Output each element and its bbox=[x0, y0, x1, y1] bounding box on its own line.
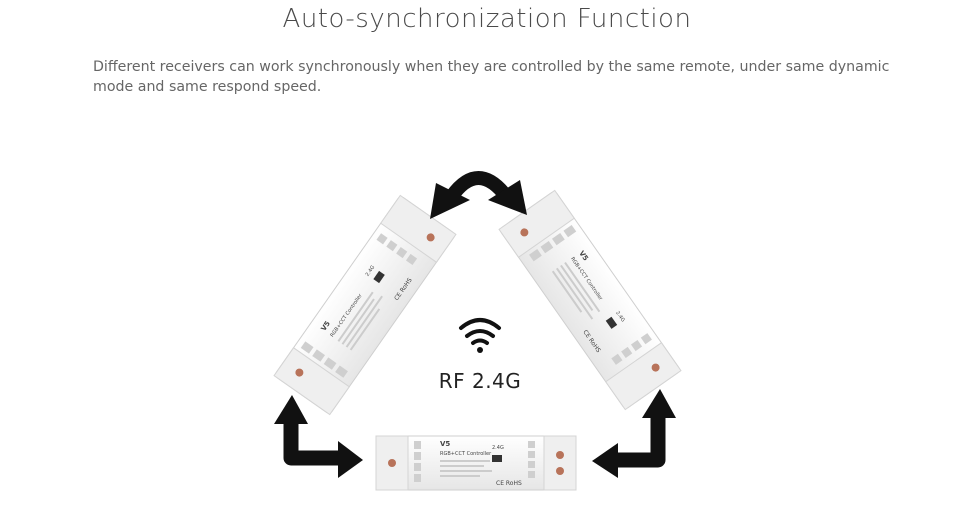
device-freq: 2.4G bbox=[614, 310, 626, 323]
controller-device-left: V5 RGB+CCT Controller 2.4G CE RoHS bbox=[273, 194, 457, 416]
device-freq: 2.4G bbox=[365, 264, 377, 277]
corner-arrow-icon bbox=[274, 395, 363, 478]
device-name: RGB+CCT Controller bbox=[440, 451, 492, 457]
controller-device-bottom: V5 RGB+CCT Controller 2.4G CE RoHS bbox=[375, 435, 577, 491]
controller-device-right: V5 RGB+CCT Controller 2.4G CE RoHS bbox=[498, 189, 682, 411]
corner-arrow-icon bbox=[592, 389, 676, 478]
curved-double-arrow-icon bbox=[430, 171, 527, 219]
description-text: Different receivers can work synchronous… bbox=[93, 59, 890, 95]
page-title: Auto-synchronization Function bbox=[282, 4, 692, 34]
rf-label: RF 2.4G bbox=[438, 369, 522, 393]
device-model: V5 bbox=[440, 440, 450, 448]
device-freq: 2.4G bbox=[492, 445, 504, 451]
wifi-icon bbox=[459, 318, 501, 353]
device-ce: CE RoHS bbox=[496, 480, 522, 487]
